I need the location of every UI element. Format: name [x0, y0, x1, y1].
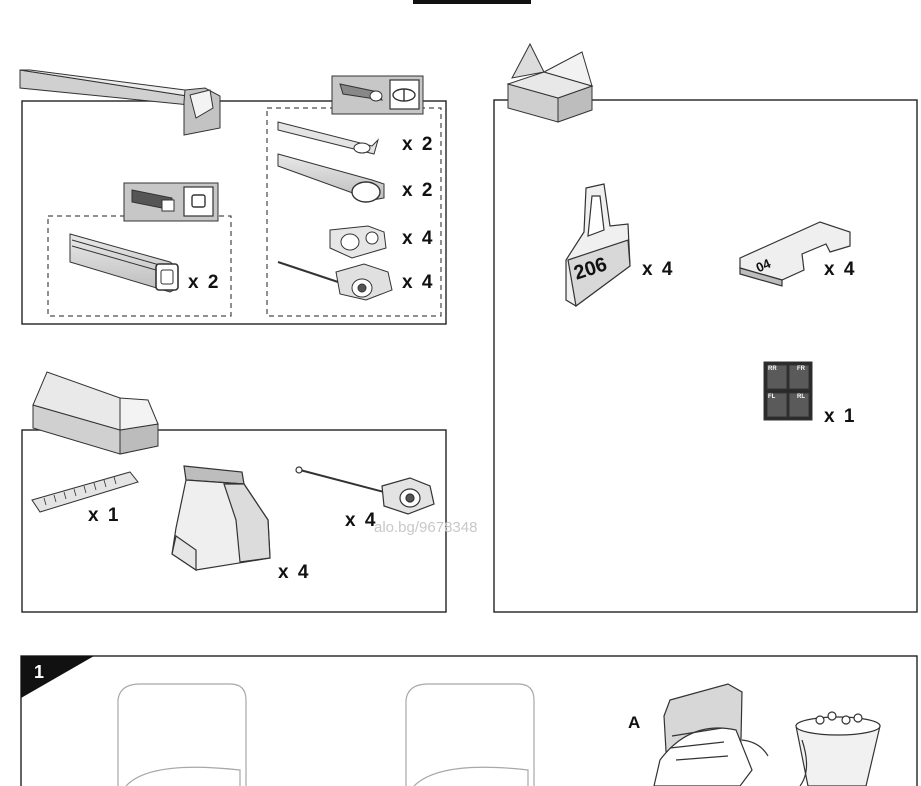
aero-rails — [277, 121, 385, 203]
hand-sponge — [653, 683, 769, 786]
watermark: alo.bg/9678348 — [374, 519, 478, 536]
position-sticker — [763, 361, 813, 421]
step-panel — [20, 655, 918, 786]
feet-box — [32, 371, 159, 455]
step-number: 1 — [34, 662, 45, 682]
lock-tool — [277, 261, 393, 301]
qty-pad: x 4 — [824, 259, 857, 280]
top-tab — [413, 0, 531, 4]
rails-box — [19, 69, 221, 136]
foot-key — [295, 466, 435, 515]
rail-profile-inset — [331, 75, 424, 115]
qty-aero-rail-profile: x 2 — [402, 180, 435, 201]
sticker-label-fr: FR — [797, 366, 805, 372]
qty-lock-tool: x 4 — [402, 272, 435, 293]
car-seat-left — [117, 683, 247, 786]
square-rail-inset — [123, 182, 219, 222]
qty-foot-key: x 4 — [345, 510, 378, 531]
sticker-label-rr: RR — [768, 366, 777, 372]
accessories-box — [506, 42, 594, 123]
sticker-label-fl: FL — [768, 394, 776, 400]
qty-end-plug: x 4 — [402, 228, 435, 249]
fitkit-206 — [565, 183, 631, 308]
car-seat-right — [405, 683, 535, 786]
step-label-a: A — [628, 713, 641, 732]
square-rail — [69, 233, 179, 293]
end-plugs — [329, 225, 387, 259]
ruler — [31, 471, 139, 513]
qty-square-rail: x 2 — [188, 272, 221, 293]
qty-aero-rail: x 2 — [402, 134, 435, 155]
qty-sticker: x 1 — [824, 406, 857, 427]
qty-foot: x 4 — [278, 562, 311, 583]
qty-fitkit: x 4 — [642, 259, 675, 280]
accessories-panel — [493, 99, 918, 613]
sticker-label-rl: RL — [797, 394, 805, 400]
step-badge — [21, 656, 94, 698]
qty-ruler: x 1 — [88, 505, 121, 526]
roof-foot — [171, 465, 271, 572]
feet-panel — [21, 429, 447, 613]
pad-04 — [739, 221, 851, 287]
bucket — [795, 711, 881, 786]
